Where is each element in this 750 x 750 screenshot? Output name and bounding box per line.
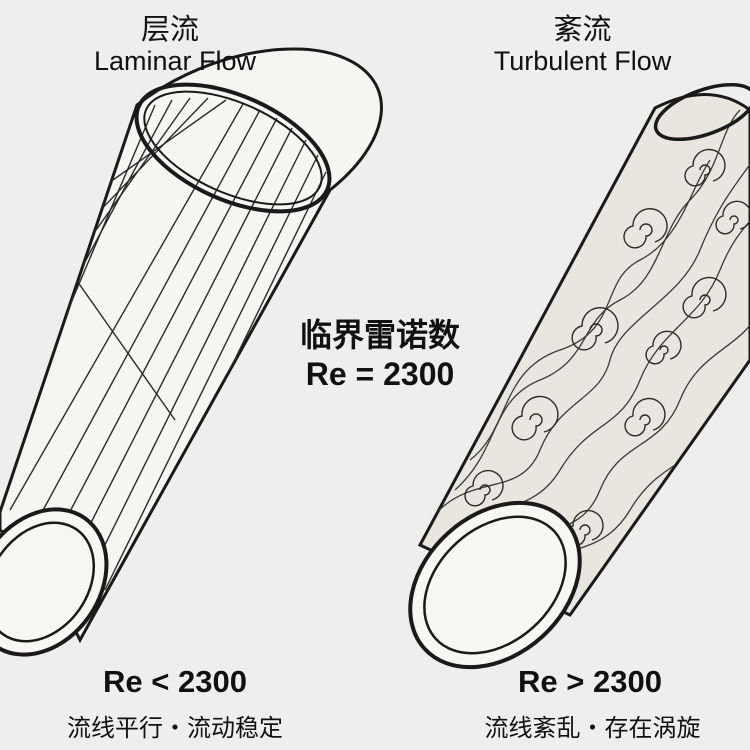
laminar-title-en: Laminar Flow [93, 46, 257, 76]
turbulent-description: 流线紊乱・存在涡旋 [484, 714, 701, 742]
critical-reynolds-value: Re = 2300 [305, 356, 455, 392]
laminar-re-condition: Re < 2300 [103, 664, 247, 699]
laminar-description: 流线平行・流动稳定 [67, 714, 283, 742]
laminar-title-zh: 层流 [140, 12, 199, 46]
turbulent-title-zh: 紊流 [553, 12, 612, 46]
critical-reynolds-label: 临界雷诺数 [299, 316, 460, 354]
turbulent-title-en: Turbulent Flow [493, 46, 672, 76]
turbulent-re-condition: Re > 2300 [518, 664, 662, 699]
